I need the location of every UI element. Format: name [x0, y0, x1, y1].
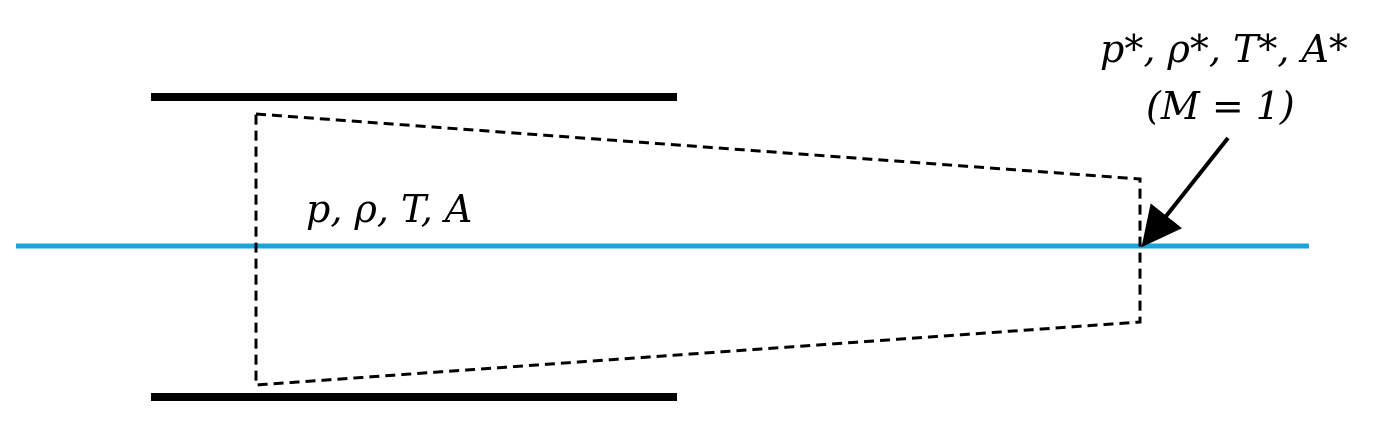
inlet-state-label: p, ρ, T, A [306, 187, 472, 231]
throat-pointer-arrow [1141, 136, 1230, 248]
throat-state-label: p*, ρ*, T*, A* [1100, 27, 1348, 71]
throat-condition-label: (M = 1) [1146, 84, 1295, 128]
control-volume-dashed-outline [254, 112, 1142, 387]
